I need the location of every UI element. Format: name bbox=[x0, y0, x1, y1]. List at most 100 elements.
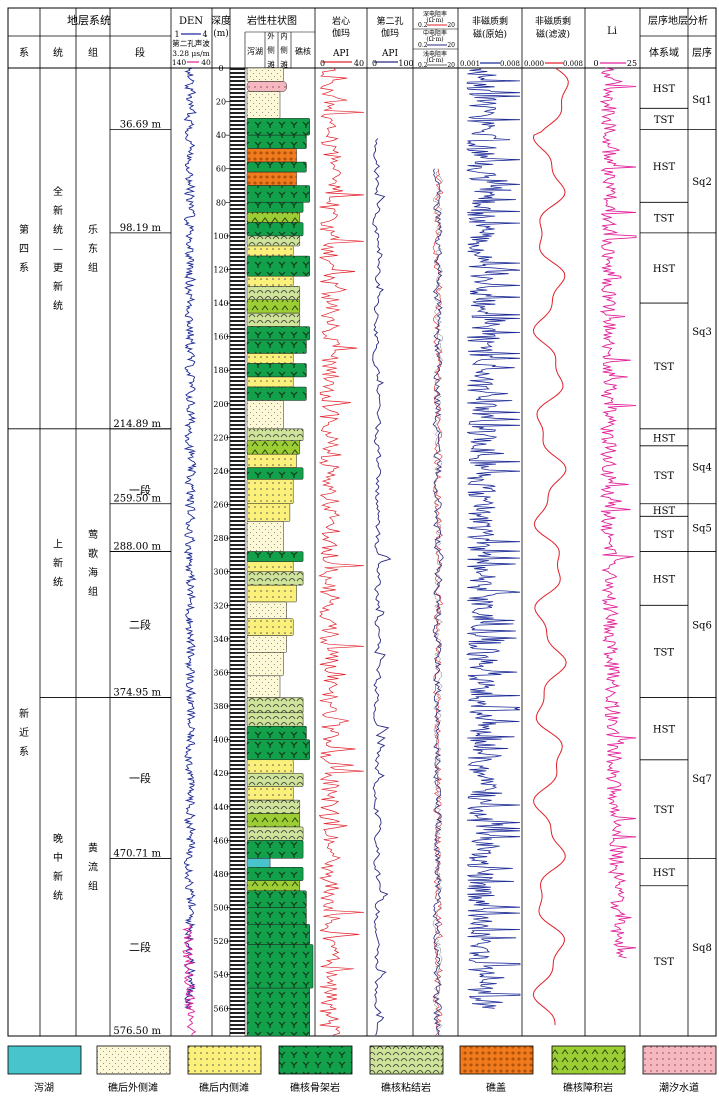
header-res-unit: (Ω·m) bbox=[426, 17, 443, 24]
table-border bbox=[7, 7, 717, 1037]
lith-sub-outer-char: 侧 bbox=[267, 45, 275, 55]
member-label: 二段 bbox=[129, 940, 151, 954]
series-label-char: 全 bbox=[53, 185, 63, 198]
member-label: 二段 bbox=[129, 618, 151, 632]
tract-label: TST bbox=[654, 957, 675, 968]
formation-label-char: 海 bbox=[88, 566, 98, 579]
lith-bed-tidal bbox=[246, 81, 287, 92]
series-label-char: 更 bbox=[53, 262, 63, 274]
system-label-char: 新 bbox=[19, 707, 29, 720]
formation-label-char: 组 bbox=[88, 585, 98, 598]
system-label-char: 近 bbox=[19, 726, 29, 739]
legend-label: 礁后内侧滩 bbox=[199, 1081, 249, 1094]
lith-bed-bind bbox=[246, 312, 301, 327]
legend-swatch-tidal bbox=[642, 1045, 717, 1075]
header-col: 系 bbox=[19, 47, 29, 59]
nrm-raw-scale-min: 0.001 bbox=[460, 60, 480, 68]
depth-marker-label: 288.00 m bbox=[113, 542, 161, 553]
depth-tick-label: 540 bbox=[213, 971, 228, 980]
lith-sub-outer: 外侧滩 bbox=[267, 30, 275, 69]
depth-marker-label: 36.69 m bbox=[120, 120, 162, 131]
lith-bed-outer bbox=[246, 91, 281, 119]
lith-bed-frame bbox=[246, 386, 307, 401]
lith-sub-inner-char: 内 bbox=[280, 30, 288, 40]
den-scale-max: 4 bbox=[202, 30, 207, 39]
lith-bed-baffle bbox=[246, 299, 301, 314]
lith-bed-frame bbox=[246, 339, 307, 354]
lith-bed-outer bbox=[246, 675, 281, 698]
den-curve bbox=[183, 67, 197, 1009]
header-seq: 层序地层分析 bbox=[648, 14, 708, 27]
tract-label: TST bbox=[654, 805, 675, 816]
sequence-label: Sq3 bbox=[692, 327, 712, 338]
header-den: DEN bbox=[179, 16, 203, 27]
lith-bed-bind bbox=[246, 286, 301, 300]
depth-tick-label: 440 bbox=[213, 803, 228, 812]
legend-swatch-bind bbox=[369, 1045, 444, 1075]
lith-sub-outer-char: 滩 bbox=[267, 59, 275, 69]
sequence-label: Sq7 bbox=[692, 774, 712, 785]
header-core-unit: API bbox=[332, 49, 350, 59]
core-recovery-bar bbox=[229, 67, 246, 1037]
res-scale-min: 0.2 bbox=[418, 42, 428, 49]
res-mid-curve bbox=[432, 168, 444, 1036]
sequence-label: Sq5 bbox=[692, 524, 712, 535]
sonic-curve bbox=[182, 924, 197, 1036]
legend-swatch-lagoon bbox=[7, 1045, 82, 1075]
lith-bed-frame bbox=[246, 118, 310, 136]
lith-bed-frame bbox=[246, 255, 310, 277]
depth-tick-label: 40 bbox=[216, 131, 226, 140]
depth-tick-label: 420 bbox=[213, 769, 228, 778]
header-nrm-filt: 磁(滤波) bbox=[536, 28, 570, 40]
header-res-unit: (Ω·m) bbox=[426, 57, 443, 64]
tract-label: HST bbox=[653, 84, 676, 95]
legend-label: 礁核障积岩 bbox=[563, 1081, 613, 1094]
sequence-label: Sq8 bbox=[692, 943, 712, 954]
system-label: 新近系 bbox=[19, 707, 29, 758]
core-scale-max: 40 bbox=[354, 59, 364, 68]
series-label-char: 新 bbox=[53, 870, 63, 883]
lith-sub-inner-char: 滩 bbox=[280, 59, 288, 69]
li-scale-max: 25 bbox=[627, 59, 637, 68]
stratigraphy-columns: 第四系新近系全新统—更新统上新统晚中新统乐东组莺歌海组黄流组一段二段一段二段36… bbox=[8, 120, 171, 1037]
sequence-label: Sq4 bbox=[692, 462, 712, 473]
depth-tick-label: 460 bbox=[213, 836, 228, 845]
header-strat-system: 地层系统 bbox=[67, 14, 111, 27]
lith-sub-outer-char: 外 bbox=[267, 30, 275, 40]
lith-bed-outer bbox=[246, 400, 284, 430]
header-hole-unit: API bbox=[381, 49, 399, 59]
res-shallow-curve bbox=[432, 168, 444, 1036]
depth-marker-label: 214.89 m bbox=[113, 419, 161, 430]
series-label-char: 新 bbox=[53, 204, 63, 217]
series-label-char: 晚 bbox=[53, 833, 63, 845]
depth-marker-label: 470.71 m bbox=[113, 848, 161, 859]
header-col: 组 bbox=[88, 46, 98, 59]
den-scale-min: 1 bbox=[174, 30, 179, 39]
lith-sub-reef: 礁核 bbox=[295, 46, 311, 56]
lith-bed-inner bbox=[246, 353, 294, 364]
depth-tick-label: 280 bbox=[213, 534, 228, 543]
hole-scale-min: 0 bbox=[372, 59, 377, 68]
system-label-char: 系 bbox=[19, 262, 29, 274]
lith-bed-frame bbox=[246, 326, 310, 341]
lith-bed-bind bbox=[246, 235, 301, 247]
sonic-scale-min: 140 bbox=[172, 58, 187, 67]
depth-column: 0204060801001201401601802002202402602803… bbox=[213, 64, 230, 1013]
header-nrm-filt: 非磁质剩 bbox=[535, 15, 571, 27]
nrm-raw-scale-max: 0.008 bbox=[500, 60, 520, 68]
tract-label: TST bbox=[654, 362, 675, 373]
header-lith: 岩性柱状图 bbox=[247, 14, 297, 27]
sonic-scale-max: 40 bbox=[201, 58, 211, 67]
formation-label-char: 黄 bbox=[88, 841, 98, 854]
lith-bed-inner bbox=[246, 376, 294, 388]
header-hole-gamma: 第二孔 bbox=[376, 15, 403, 27]
nrm-filt-scale-min: 0.000 bbox=[524, 60, 544, 68]
lith-bed-frame bbox=[246, 467, 304, 480]
member-label: 一段 bbox=[129, 483, 151, 497]
lith-bed-inner bbox=[246, 479, 294, 504]
lith-bed-frame bbox=[246, 907, 307, 925]
sequence-columns: Sq1HSTTSTSq2HSTTSTSq3HSTTSTSq4HSTTSTSq5H… bbox=[640, 84, 716, 968]
lith-bed-frame bbox=[246, 363, 307, 378]
